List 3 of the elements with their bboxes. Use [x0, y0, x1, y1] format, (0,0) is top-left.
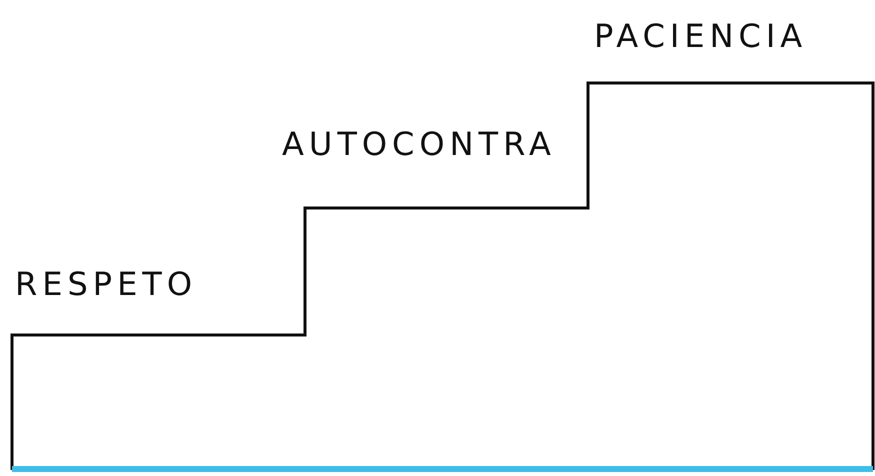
step-label: PACIENCIA: [594, 20, 808, 52]
step-label: AUTOCONTRA: [282, 128, 556, 160]
step-label: RESPETO: [15, 268, 198, 300]
